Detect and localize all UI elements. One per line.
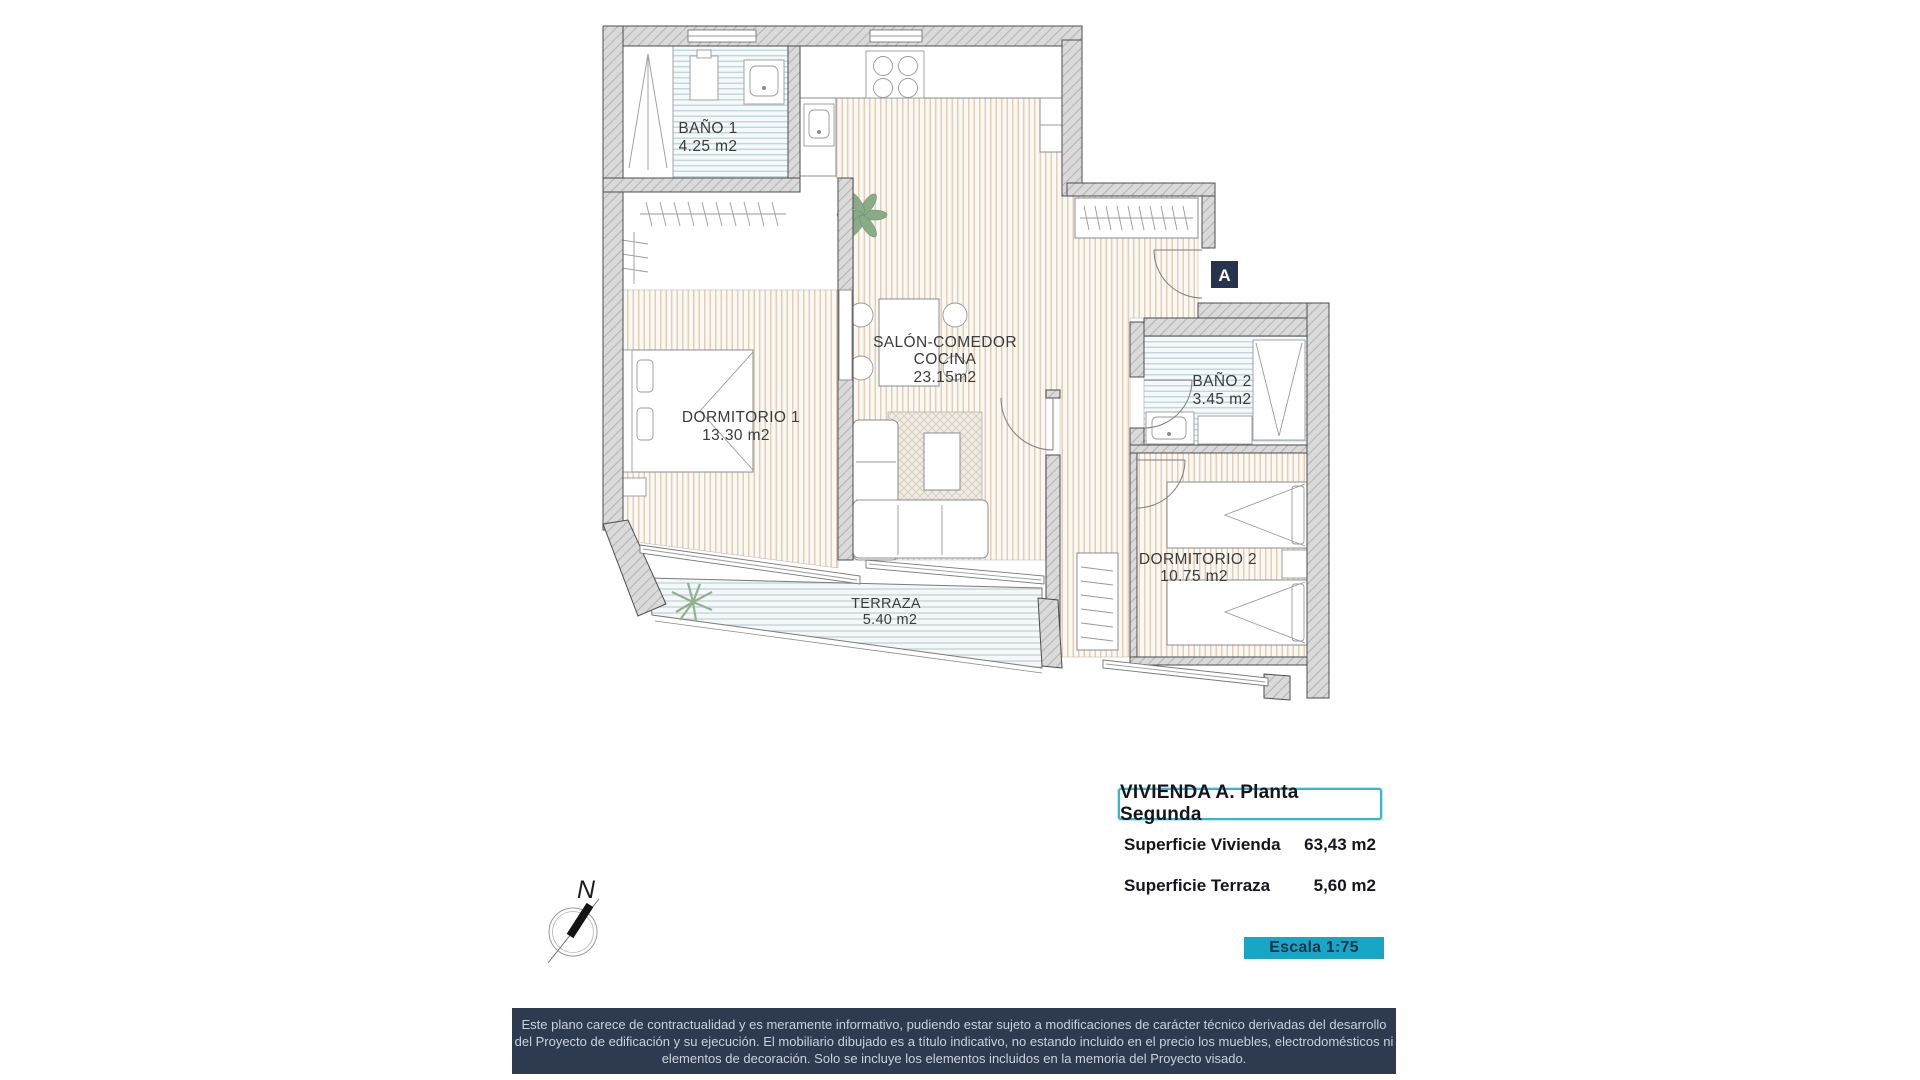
palm-icon xyxy=(671,582,713,622)
entrance-door xyxy=(1153,249,1203,299)
kitchen-sink xyxy=(803,103,835,147)
room-label-salon: SALÓN-COMEDOR xyxy=(873,334,1017,351)
room-label-bano1: BAÑO 1 xyxy=(678,120,737,137)
room-area-salon: 23.15m2 xyxy=(913,369,976,386)
room-label-bano2: BAÑO 2 xyxy=(1192,373,1251,390)
room-label-terraza: TERRAZA xyxy=(851,596,921,612)
washing-machine xyxy=(689,55,719,101)
room-label-dormitorio1: DORMITORIO 1 xyxy=(682,409,800,426)
bathroom2-shower xyxy=(1252,339,1306,441)
room-label-salon-2: COCINA xyxy=(914,351,977,368)
room-area-terraza: 5.40 m2 xyxy=(863,612,918,628)
unit-badge: A xyxy=(1211,261,1238,288)
terrace-wall-left xyxy=(602,519,667,617)
room-area-dormitorio1: 13.30 m2 xyxy=(702,427,770,444)
info-panel-title: VIVIENDA A. Planta Segunda xyxy=(1118,782,1382,825)
surface-row-vivienda: Superficie Vivienda 63,43 m2 xyxy=(1124,834,1376,856)
bathroom2-unit xyxy=(1197,415,1253,445)
entrance-wardrobe xyxy=(1074,197,1199,239)
sofa xyxy=(852,419,989,561)
surface-terraza-value: 5,60 m2 xyxy=(1313,876,1376,895)
closet-nook-floor xyxy=(620,192,800,290)
washing-machine-detail xyxy=(696,49,712,59)
unit-badge-label: A xyxy=(1218,266,1230,285)
scale-badge: Escala 1:75 xyxy=(1244,937,1384,959)
room-label-dormitorio2: DORMITORIO 2 xyxy=(1139,551,1257,568)
hall-wardrobe xyxy=(1076,552,1119,651)
compass-icon: N xyxy=(547,876,600,964)
room-labels: BAÑO 1 4.25 m2 SALÓN-COMEDOR COCINA 23.1… xyxy=(678,120,1257,628)
dining-set xyxy=(848,298,968,387)
bedroom1-sliding-door xyxy=(838,289,853,381)
bathroom2-door xyxy=(1143,379,1193,429)
kitchen-counter xyxy=(799,45,1068,99)
disclaimer-line-2: del Proyecto de edificación y su ejecuci… xyxy=(514,1033,1394,1049)
surface-vivienda-label: Superficie Vivienda xyxy=(1124,835,1281,854)
bedroom2-door xyxy=(1136,459,1186,509)
bedroom2-nightstand xyxy=(1281,549,1308,579)
disclaimer-line-1: Este plano carece de contractualidad y e… xyxy=(521,1016,1387,1032)
bedroom2-bed-top xyxy=(1166,481,1308,549)
bedroom2-bed-bottom xyxy=(1166,579,1308,646)
disclaimer-line-3: elementos de decoración. Solo se incluye… xyxy=(661,1050,1247,1066)
stove-icon xyxy=(865,50,925,99)
bathroom2-sink xyxy=(1145,411,1195,445)
terrace-floor xyxy=(647,577,1043,669)
room-area-bano1: 4.25 m2 xyxy=(679,138,738,155)
bathroom1-sink xyxy=(743,59,785,105)
room-area-bano2: 3.45 m2 xyxy=(1193,391,1252,408)
coffee-table xyxy=(923,432,961,491)
surface-vivienda-value: 63,43 m2 xyxy=(1304,835,1376,854)
room-area-dormitorio2: 10.75 m2 xyxy=(1160,568,1228,585)
terrace-rail xyxy=(654,620,1043,674)
bedroom1-bed xyxy=(619,349,754,473)
terrace-wall-right xyxy=(1037,597,1063,669)
surface-terraza-label: Superficie Terraza xyxy=(1124,876,1271,895)
doors xyxy=(838,249,1203,509)
hall-door xyxy=(1000,397,1054,451)
terrace-wall-bottom-right xyxy=(1263,673,1291,701)
closet-hangers xyxy=(621,201,786,284)
north-label: N xyxy=(577,876,596,904)
surface-row-terraza: Superficie Terraza 5,60 m2 xyxy=(1124,875,1376,897)
disclaimer-bar: Este plano carece de contractualidad y e… xyxy=(512,1008,1396,1074)
windows xyxy=(639,29,1269,687)
bedroom1-nightstand xyxy=(619,477,647,497)
bathroom1-shower xyxy=(622,45,674,179)
